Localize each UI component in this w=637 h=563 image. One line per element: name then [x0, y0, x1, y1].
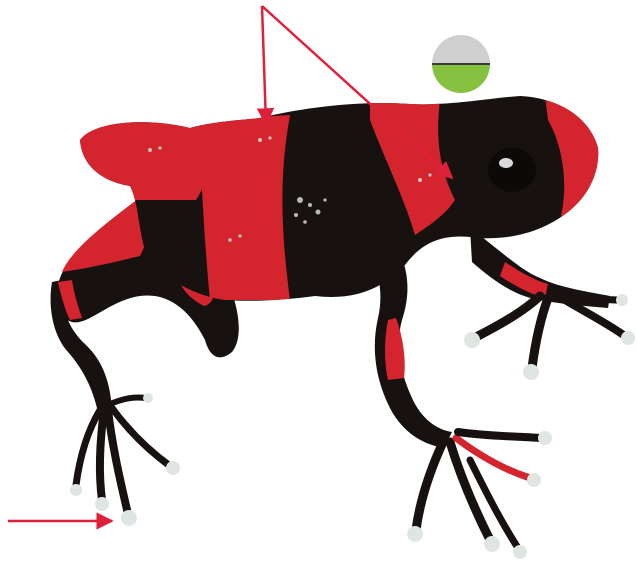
frog-illustration	[51, 95, 635, 559]
half-filled-circle-icon	[432, 35, 490, 93]
right-front-leg	[464, 228, 635, 380]
frog-eye	[488, 148, 536, 192]
